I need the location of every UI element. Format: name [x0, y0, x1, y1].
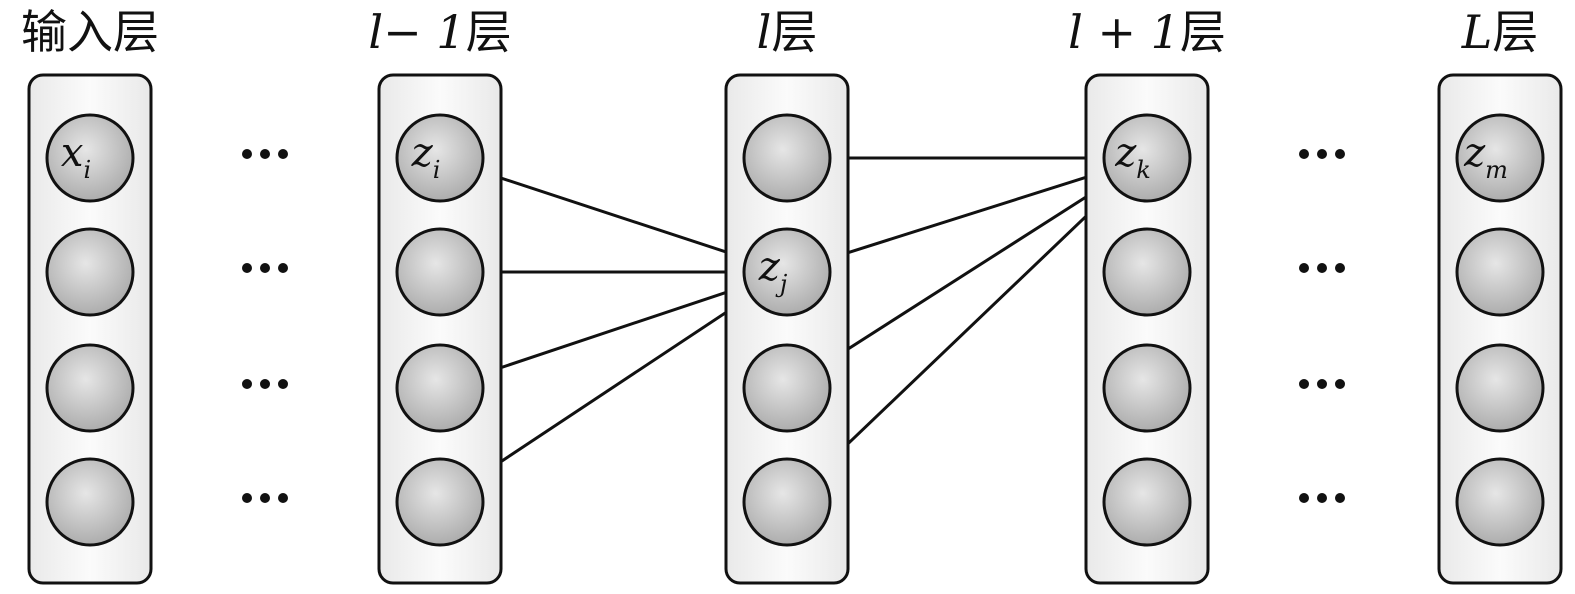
ellipsis-dot — [1299, 263, 1309, 273]
neuron-node — [1455, 227, 1545, 317]
connection-arrow — [822, 180, 1110, 367]
ellipsis-dots — [1299, 263, 1345, 273]
ellipsis-dot — [1317, 493, 1327, 503]
neuron-node — [395, 227, 485, 317]
ellipsis-dot — [1335, 379, 1345, 389]
ellipsis-dot — [278, 493, 288, 503]
connection-arrow — [480, 284, 746, 376]
ellipsis-dot — [1317, 263, 1327, 273]
neuron-node — [395, 457, 485, 547]
layer-box — [1084, 73, 1210, 585]
layer-title-text: 层 — [1492, 5, 1538, 59]
layer-column: zi — [377, 73, 503, 585]
layer-column: xi — [27, 73, 153, 585]
ellipsis-dot — [242, 263, 252, 273]
connection-arrow — [817, 188, 1116, 474]
ellipsis-dots — [242, 493, 288, 503]
neuron-node — [742, 227, 832, 317]
layer-title: 输入层 — [21, 5, 159, 59]
layer-title-math: L — [1461, 5, 1493, 59]
ellipsis-dot — [1299, 379, 1309, 389]
connection-arrow — [827, 169, 1105, 261]
neuron-node — [1455, 343, 1545, 433]
ellipsis-dot — [242, 149, 252, 159]
ellipsis-dots — [1299, 493, 1345, 503]
layer-title-math: l + 1 — [1068, 5, 1180, 59]
layer-title: L层 — [1461, 5, 1539, 59]
ellipsis-dot — [260, 149, 270, 159]
neuron-node — [395, 113, 485, 203]
ellipsis-dots — [242, 379, 288, 389]
ellipsis-dot — [1335, 149, 1345, 159]
ellipsis-dot — [278, 379, 288, 389]
neuron-node — [1102, 113, 1192, 203]
layer-box — [27, 73, 153, 585]
ellipsis-dot — [1299, 149, 1309, 159]
neuron-node — [1455, 113, 1545, 203]
ellipsis-dots — [242, 149, 288, 159]
ellipsis-dot — [1335, 263, 1345, 273]
connections — [475, 153, 1116, 480]
layer-title: l + 1层 — [1068, 5, 1226, 59]
neuron-node — [1455, 457, 1545, 547]
neuron-node — [742, 113, 832, 203]
neuron-node — [45, 227, 135, 317]
ellipsis-dot — [242, 493, 252, 503]
connection-arrow — [475, 295, 751, 480]
neuron-node — [45, 457, 135, 547]
layer-title-text: 层 — [771, 5, 817, 59]
ellipsis-dot — [1317, 379, 1327, 389]
layer-title-math: l — [757, 5, 772, 59]
ellipsis-groups — [242, 149, 1345, 503]
layer-column: zk — [1084, 73, 1210, 585]
layer-title: l− 1层 — [368, 5, 511, 59]
neuron-node — [45, 113, 135, 203]
layer-title-text: 输入层 — [21, 5, 159, 59]
neuron-node — [395, 343, 485, 433]
neuron-node — [1102, 343, 1192, 433]
ellipsis-dot — [1335, 493, 1345, 503]
neuron-node — [1102, 227, 1192, 317]
neuron-node — [1102, 457, 1192, 547]
layer-title: l层 — [757, 5, 818, 59]
ellipsis-dot — [278, 263, 288, 273]
ellipsis-dots — [1299, 379, 1345, 389]
layer-box — [377, 73, 503, 585]
layer-column: zj — [724, 73, 850, 585]
layer-title-text: 层 — [1180, 5, 1226, 59]
layer-title-text: 层 — [466, 5, 512, 59]
ellipsis-dot — [260, 493, 270, 503]
layer-column: zm — [1437, 73, 1563, 585]
layer-title-math: l− 1 — [368, 5, 465, 59]
ellipsis-dots — [242, 263, 288, 273]
neuron-node — [742, 457, 832, 547]
ellipsis-dot — [1317, 149, 1327, 159]
ellipsis-dot — [260, 379, 270, 389]
neuron-node — [742, 343, 832, 433]
layer-box — [1437, 73, 1563, 585]
layer-box — [724, 73, 850, 585]
neuron-node — [45, 343, 135, 433]
connection-arrow — [480, 169, 746, 260]
ellipsis-dots — [1299, 149, 1345, 159]
ellipsis-dot — [242, 379, 252, 389]
ellipsis-dot — [278, 149, 288, 159]
ellipsis-dot — [1299, 493, 1309, 503]
ellipsis-dot — [260, 263, 270, 273]
